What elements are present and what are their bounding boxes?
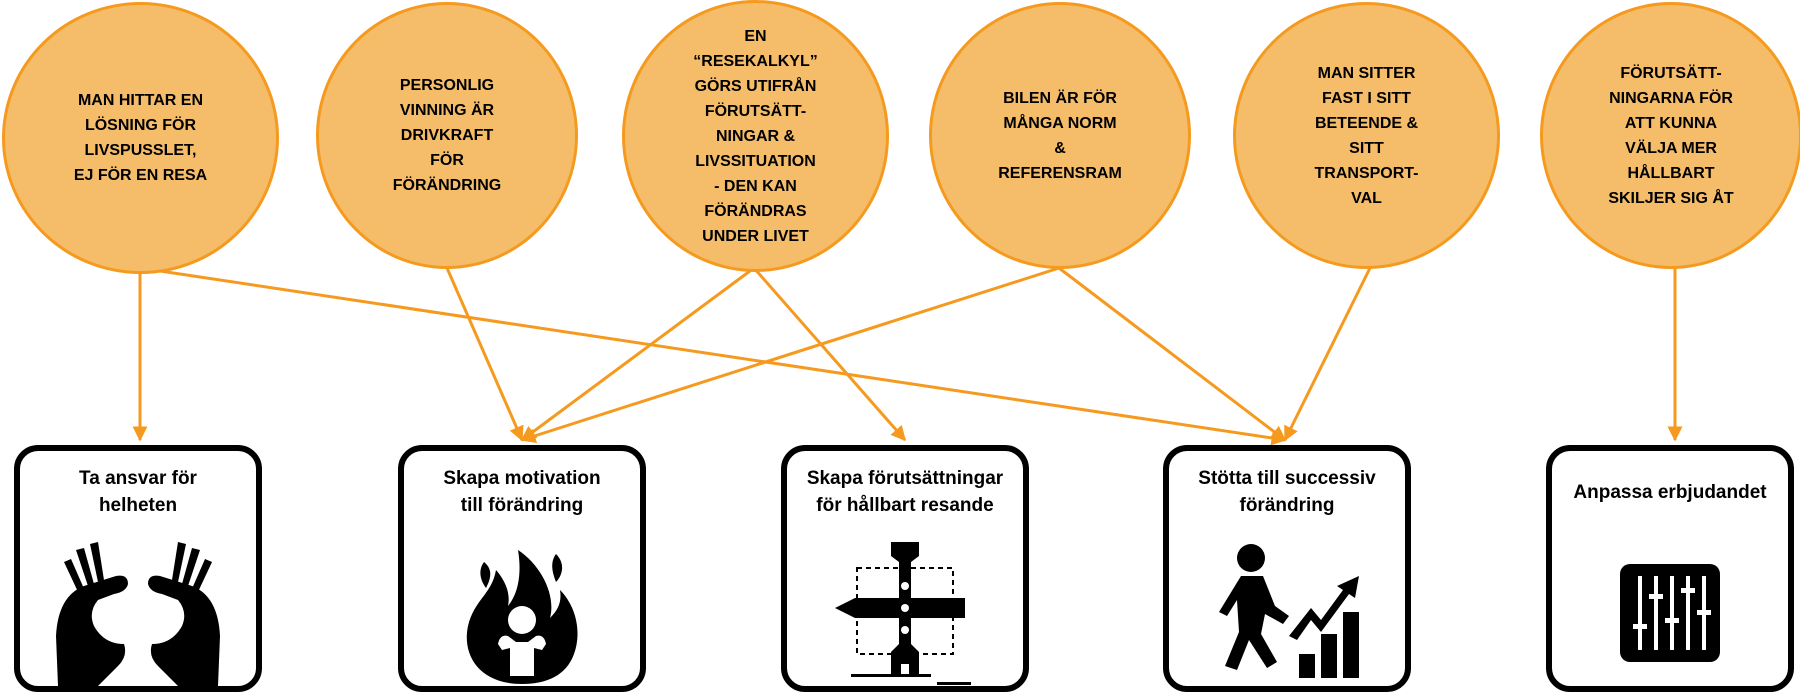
insight-circle-3: EN “RESEKALKYL” GÖRS UTIFRÅN FÖRUTSÄTT- … — [622, 0, 889, 272]
insight-circle-4: BILEN ÄR FÖR MÅNGA NORM & REFERENSRAM — [929, 2, 1191, 269]
insight-text-3: EN “RESEKALKYL” GÖRS UTIFRÅN FÖRUTSÄTT- … — [693, 27, 818, 245]
action-title-1: Ta ansvar för helheten — [79, 468, 197, 516]
insight-text-1: MAN HITTAR EN LÖSNING FÖR LIVSPUSSLET, E… — [73, 92, 208, 184]
insight-circle-5: MAN SITTER FAST I SITT BETEENDE & SITT T… — [1233, 2, 1500, 269]
arrow-c1-card4 — [139, 266, 1287, 446]
action-card-1: Ta ansvar för helheten — [14, 445, 262, 692]
action-title-3: Skapa förutsättningar för hållbart resan… — [806, 468, 1004, 516]
action-card-4: Stötta till successiv förändring — [1163, 445, 1411, 692]
arrow-c3-card2 — [520, 266, 755, 442]
wrench-pencil-icon — [835, 542, 971, 685]
insight-circle-1: MAN HITTAR EN LÖSNING FÖR LIVSPUSSLET, E… — [2, 2, 279, 274]
action-title-4: Stötta till successiv förändring — [1198, 468, 1376, 516]
person-growth-chart-icon — [1219, 544, 1359, 678]
action-title-2: Skapa motivation till förändring — [443, 468, 601, 516]
insight-circle-2: PERSONLIG VINNING ÄR DRIVKRAFT FÖR FÖRÄN… — [316, 2, 578, 269]
insight-circle-6: FÖRUTSÄTT- NINGARNA FÖR ATT KUNNA VÄLJA … — [1540, 2, 1800, 269]
sliders-icon — [1620, 564, 1720, 662]
arrow-c5-card4 — [1283, 267, 1372, 442]
arrow-c2-card2 — [445, 267, 524, 442]
arrow-c3-card3 — [752, 267, 907, 442]
flame-person-icon — [466, 550, 578, 684]
insight-text-6: FÖRUTSÄTT- NINGARNA FÖR ATT KUNNA VÄLJA … — [1608, 64, 1734, 207]
action-card-5: Anpassa erbjudandet — [1546, 445, 1794, 692]
arrow-c4-card4 — [1058, 266, 1287, 442]
insight-text-2: PERSONLIG VINNING ÄR DRIVKRAFT FÖR FÖRÄN… — [392, 77, 502, 194]
action-card-3: Skapa förutsättningar för hållbart resan… — [781, 445, 1029, 692]
insight-text-4: BILEN ÄR FÖR MÅNGA NORM & REFERENSRAM — [998, 89, 1122, 182]
insight-text-5: MAN SITTER FAST I SITT BETEENDE & SITT T… — [1314, 64, 1419, 207]
arrow-c4-card2 — [520, 266, 1060, 444]
hands-holding-icon — [56, 542, 220, 686]
action-card-2: Skapa motivation till förändring — [398, 445, 646, 692]
action-title-5: Anpassa erbjudandet — [1573, 482, 1767, 503]
